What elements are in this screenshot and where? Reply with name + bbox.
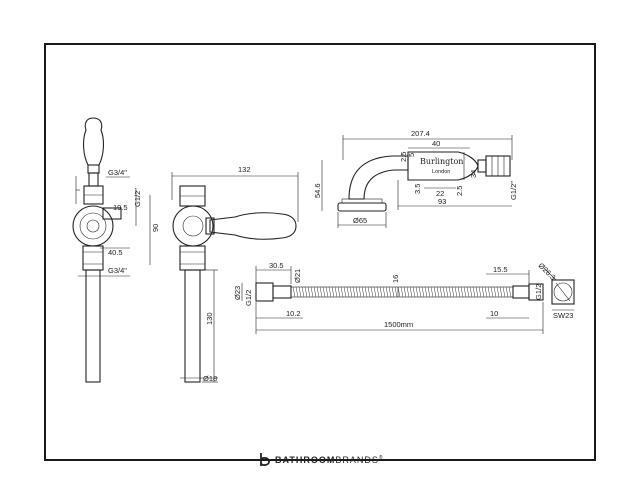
engraving-city: London (432, 169, 450, 175)
hex-nut-end-view (551, 279, 575, 305)
hose-right-nut (528, 283, 544, 301)
hose-left-nut (255, 282, 274, 302)
stem (88, 172, 99, 187)
supply-pipe (85, 269, 101, 383)
bottom-nut (82, 245, 104, 271)
dim-130: 130 (205, 312, 214, 325)
brand-footer: BATHROOMBRANDS® (258, 452, 384, 468)
engraving-brand: Burlington (420, 157, 463, 166)
dim-30-5: 30.5 (269, 261, 284, 270)
dim-34: 34 (469, 170, 478, 178)
dim-g12-front: G1/2" (133, 188, 142, 207)
dim-d23: Ø23 (233, 286, 242, 300)
dim-10: 10 (490, 309, 498, 318)
dim-10-2: 10.2 (286, 309, 301, 318)
dim-sw23: SW23 (553, 311, 573, 320)
hose-ribs (292, 286, 512, 298)
handle-collar (87, 164, 100, 174)
brand-name: BATHROOMBRANDS® (275, 455, 384, 465)
dim-15-5: 15.5 (493, 265, 508, 274)
dim-g12-hose-right: G1/2 (534, 284, 543, 300)
dim-3-5: 3.5 (413, 184, 422, 194)
dim-g12-head: G1/2" (509, 181, 518, 200)
dim-d21: Ø21 (293, 269, 302, 283)
dim-16: 16 (391, 275, 400, 283)
dim-2-5-top: 2.5 (399, 152, 408, 162)
dim-d18: Ø18 (203, 374, 217, 383)
dim-207-4: 207.4 (411, 129, 430, 138)
dim-d65: Ø65 (353, 216, 367, 225)
wall-flange (337, 202, 387, 212)
dim-40: 40 (432, 139, 440, 148)
shower-head-view: Burlington London 207.4 40 2.5 5 54.6 34… (313, 129, 518, 228)
dim-g12-hose-left: G1/2 (244, 290, 253, 306)
brand-name-light: BRANDS (335, 455, 379, 465)
side-body (172, 205, 214, 247)
dim-22: 22 (436, 189, 444, 198)
hose-right-cone (512, 285, 530, 299)
valve-side-view: 132 130 Ø18 (171, 165, 299, 383)
dim-19-5: 19.5 (113, 203, 128, 212)
dim-40-5: 40.5 (108, 248, 123, 257)
dim-2-5-bottom: 2.5 (455, 186, 464, 196)
dim-5: 5 (407, 153, 416, 157)
brand-registered-mark: ® (378, 455, 384, 461)
dim-1500mm: 1500mm (384, 320, 413, 329)
brand-name-strong: BATHROOM (275, 455, 336, 465)
hose-view: 30.5 Ø21 16 15.5 Ø26.3 Ø23 G1/2 10.2 10 … (233, 261, 575, 334)
dim-g34-bottom: G3/4" (108, 266, 127, 275)
side-lever (209, 212, 297, 240)
drawing-frame (44, 43, 596, 461)
dim-d26-3: Ø26.3 (537, 261, 558, 282)
side-pipe (184, 269, 201, 383)
dim-93: 93 (438, 197, 446, 206)
dim-54-6: 54.6 (313, 183, 322, 198)
lever-handle (83, 117, 104, 166)
hose-left-cone (272, 285, 292, 299)
side-outlet (102, 207, 122, 220)
dim-g34-top: G3/4" (108, 168, 127, 177)
brand-logo-icon (260, 453, 270, 466)
side-bottom-nut (179, 245, 206, 271)
valve-body (72, 205, 114, 247)
valve-front-view: G3/4" 19.5 G1/2" 90 40.5 G3/4" (72, 117, 160, 383)
dim-90: 90 (151, 224, 160, 232)
dim-132: 132 (238, 165, 251, 174)
